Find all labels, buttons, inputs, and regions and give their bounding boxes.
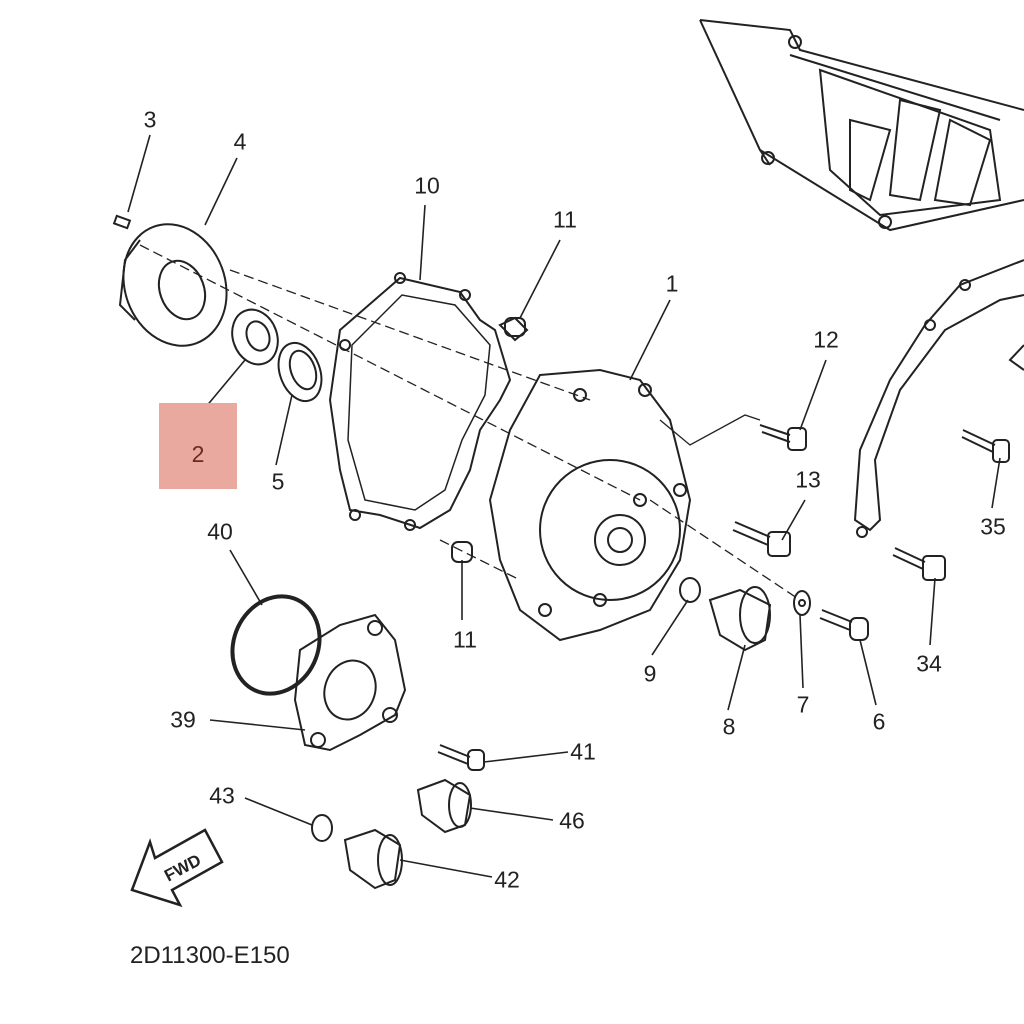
part-label-13[interactable]: 13 <box>795 466 821 493</box>
fwd-label: FWD <box>161 851 204 886</box>
part-label-46[interactable]: 46 <box>559 807 585 834</box>
part-label-1[interactable]: 1 <box>665 270 679 297</box>
part-label-41[interactable]: 41 <box>570 738 596 765</box>
part-label-4[interactable]: 4 <box>233 128 247 155</box>
part-label-8[interactable]: 8 <box>722 713 736 740</box>
part-label-6[interactable]: 6 <box>872 708 886 735</box>
part-label-40[interactable]: 40 <box>207 518 233 545</box>
part-label-9[interactable]: 9 <box>643 660 657 687</box>
highlighted-part-box[interactable]: 2 <box>159 403 237 489</box>
part-label-11b[interactable]: 11 <box>453 626 477 653</box>
part-label-5[interactable]: 5 <box>271 468 285 495</box>
fwd-arrow-icon <box>130 828 224 908</box>
part-label-12[interactable]: 12 <box>813 326 839 353</box>
part-label-43[interactable]: 43 <box>209 782 235 809</box>
part-label-2: 2 <box>191 441 205 467</box>
part-label-42[interactable]: 42 <box>494 866 520 893</box>
part-label-34[interactable]: 34 <box>916 650 942 677</box>
part-label-11[interactable]: 11 <box>553 206 577 233</box>
part-label-39[interactable]: 39 <box>170 706 196 733</box>
part-label-3[interactable]: 3 <box>143 106 157 133</box>
part-label-35[interactable]: 35 <box>980 513 1006 540</box>
diagram-code: 2D11300-E150 <box>130 942 290 969</box>
part-label-10[interactable]: 10 <box>414 172 440 199</box>
part-label-7[interactable]: 7 <box>796 691 810 718</box>
